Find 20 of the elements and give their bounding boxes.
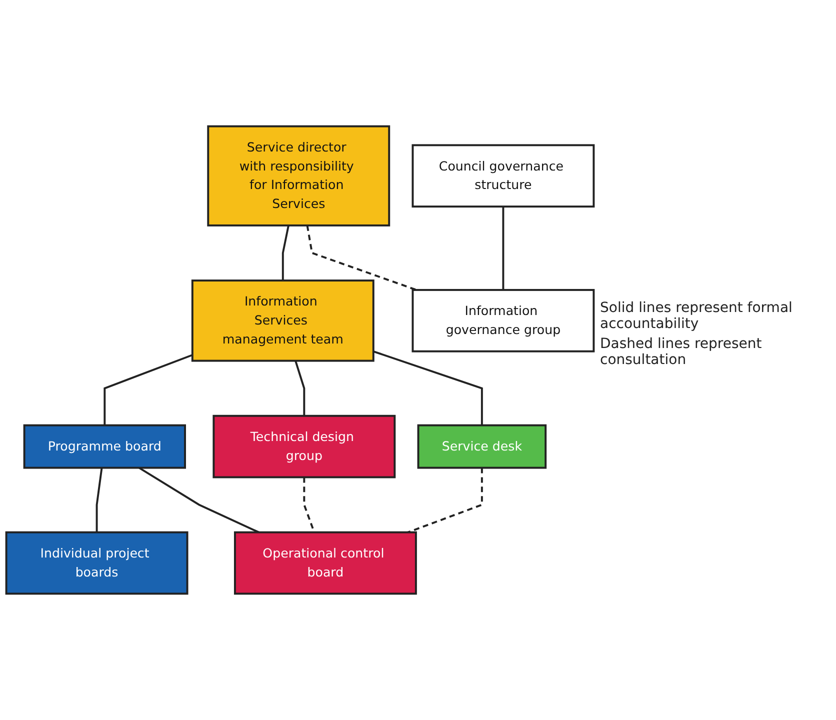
node-box: Programme board	[23, 424, 186, 469]
connector	[138, 466, 260, 534]
note-text: Solid lines represent formal accountability	[600, 300, 794, 332]
connector	[306, 225, 417, 291]
node-box: Service director with responsibility for Information Services	[207, 125, 390, 226]
node-box: Council governance structure	[412, 144, 595, 208]
connector	[282, 225, 290, 281]
node-box: Operational control board	[234, 531, 417, 595]
node-box: Information Services management team	[191, 280, 374, 362]
connector	[502, 206, 504, 290]
connector	[294, 360, 306, 416]
node-box: Individual project boards	[5, 531, 188, 595]
connector	[373, 350, 483, 426]
note-text: Dashed lines represent consultation	[600, 336, 763, 368]
connector	[104, 354, 193, 426]
connector	[408, 468, 483, 534]
connector	[96, 468, 103, 532]
node-box: Service desk	[417, 424, 547, 469]
node-box: Information governance group	[412, 288, 595, 352]
node-box: Technical design group	[212, 414, 396, 478]
